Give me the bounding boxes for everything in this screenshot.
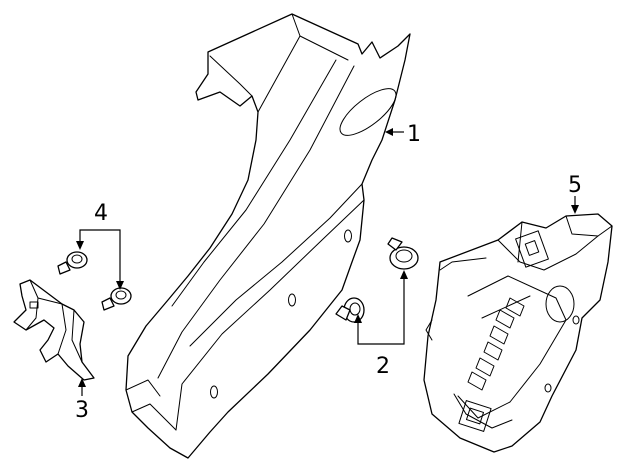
callout-2-leader: [354, 270, 408, 345]
callout-4-leader: [76, 229, 124, 290]
module-housing-part-5[interactable]: [423, 213, 613, 453]
callout-3-leader: [78, 378, 86, 396]
push-pin-part-2-lower[interactable]: [335, 297, 365, 323]
callout-5: 5: [568, 173, 582, 198]
screw-part-4-right[interactable]: [101, 287, 132, 311]
callout-2: 2: [376, 354, 390, 379]
callout-1-leader: [385, 128, 404, 136]
callout-4: 4: [94, 201, 108, 226]
callout-5-leader: [571, 196, 579, 214]
callout-1: 1: [407, 122, 421, 147]
callout-3: 3: [75, 398, 89, 423]
bracket-part-3[interactable]: [13, 279, 95, 381]
push-pin-part-2-upper[interactable]: [387, 237, 419, 270]
trim-panel-part-1[interactable]: [125, 13, 411, 459]
screw-part-4-left[interactable]: [57, 251, 88, 275]
